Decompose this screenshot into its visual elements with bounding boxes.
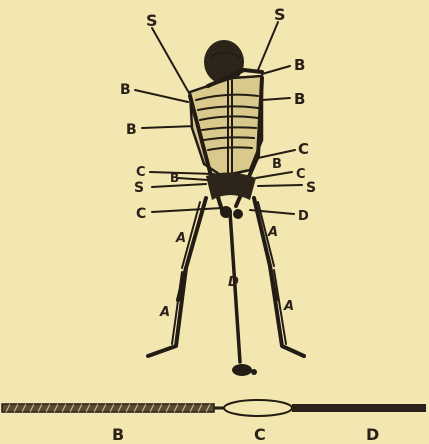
label-b-left-hip: B	[170, 171, 179, 185]
label-b-right-arm: B	[294, 90, 305, 108]
label-s-right-top: S	[274, 5, 286, 24]
label-d-right-hand: D	[298, 209, 309, 224]
label-s-left-hip: S	[134, 180, 144, 196]
label-b-right-shoulder: B	[294, 56, 305, 74]
label-a-left-shin: A	[159, 305, 170, 320]
label-c-inner-right: C	[296, 167, 306, 182]
label-b-left-side: B	[126, 122, 137, 138]
shaft-label-b: B	[112, 425, 124, 444]
label-b-inner-right: B	[272, 157, 282, 172]
label-s-left-top: S	[146, 11, 158, 30]
label-a-right-shin: A	[283, 299, 294, 314]
label-c-left-wrist: C	[136, 165, 146, 180]
shaft-label-c: C	[254, 425, 266, 444]
label-d-club: D	[228, 275, 239, 290]
label-b-left-shoulder: B	[120, 82, 131, 98]
label-s-right-hip: S	[306, 180, 316, 196]
label-c-left-hand: C	[136, 206, 146, 222]
label-c-right-elbow: C	[298, 140, 309, 158]
shaft-label-d: D	[366, 425, 379, 444]
label-a-left-thigh: A	[175, 231, 186, 246]
label-a-right-thigh: A	[267, 225, 278, 240]
